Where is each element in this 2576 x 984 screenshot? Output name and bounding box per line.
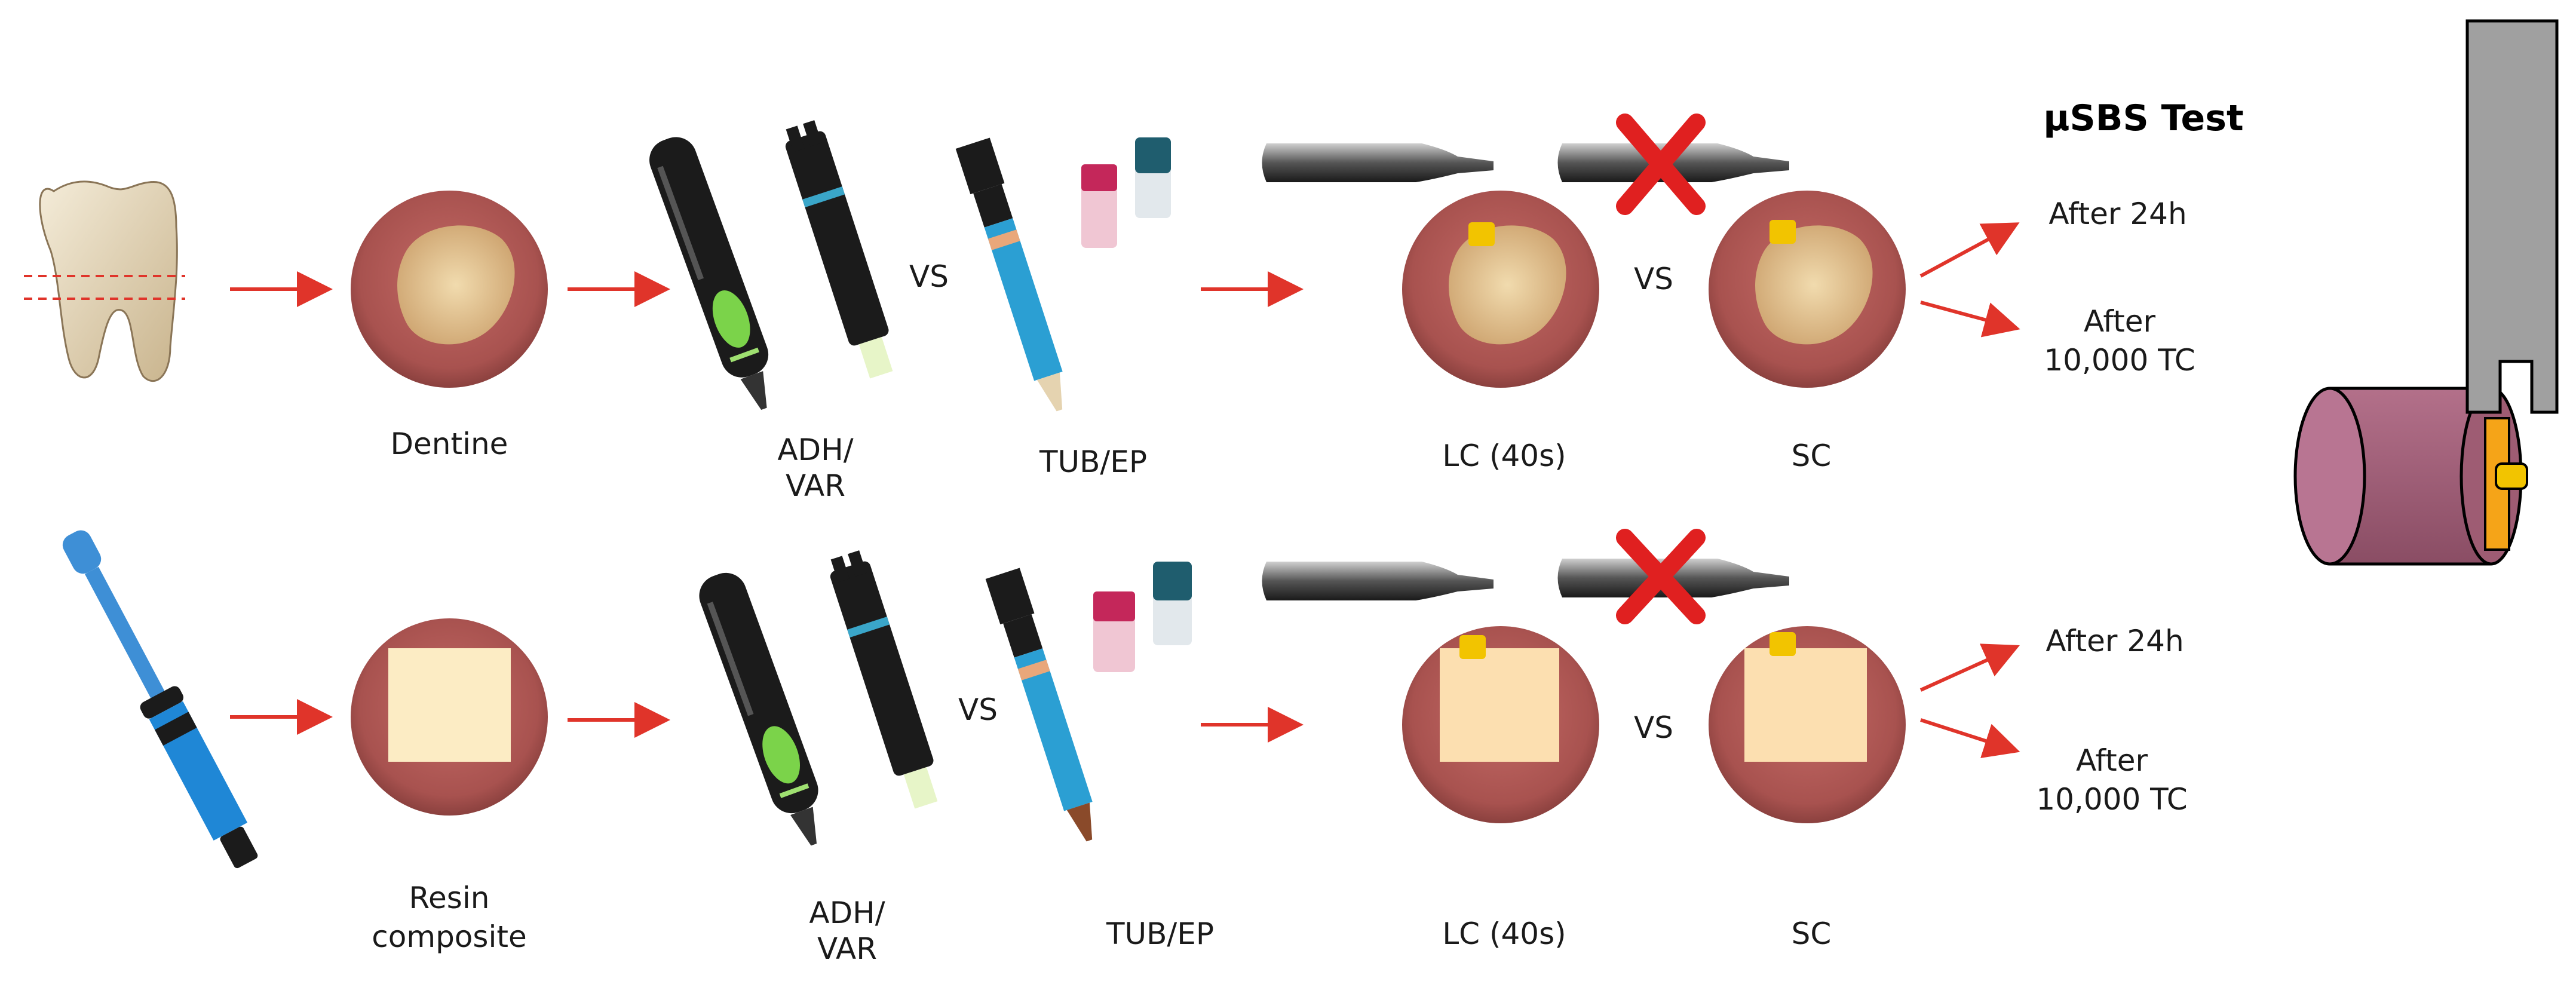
substrate-label: Dentine [391, 427, 508, 461]
cement-syringe-icon [955, 137, 1063, 412]
light-cured-specimen [1402, 626, 1599, 823]
light-cure-label: LC (40s) [1442, 916, 1566, 951]
bottle-icon [1081, 137, 1171, 248]
outcome-24h: After 24h [2046, 624, 2184, 658]
adhesive-vs-label: VS [958, 692, 998, 727]
light-cured-specimen [1402, 191, 1599, 388]
arrow [1919, 222, 2020, 278]
curing-light-icon [1262, 562, 1494, 600]
cement-label: TUB/EP [1106, 916, 1214, 951]
arrow [1920, 718, 2020, 758]
cement-label: TUB/EP [1039, 445, 1147, 479]
outcome-24h: After 24h [2048, 197, 2186, 231]
composite-specimen [351, 618, 548, 816]
adhesive-label: ADH/VAR [777, 433, 853, 503]
light-cure-label: LC (40s) [1442, 439, 1566, 473]
bottle-icon [1093, 562, 1192, 672]
dentine-specimen [351, 191, 548, 388]
adhesive-label: ADH/VAR [809, 896, 885, 966]
cement-syringe-icon [985, 568, 1093, 842]
composite-syringe-icon [62, 530, 258, 869]
diagram-title: µSBS Test [2043, 97, 2243, 139]
shear-tester-icon [2293, 19, 2559, 566]
tooth-icon [24, 180, 185, 382]
arrow [1920, 301, 2020, 338]
cross-icon [1616, 529, 1706, 624]
arrow [1919, 643, 2020, 692]
adhesive-vs-label: VS [909, 259, 949, 294]
self-cure-label: SC [1792, 916, 1832, 951]
cure-vs-label: VS [1634, 262, 1673, 296]
cure-vs-label: VS [1634, 710, 1673, 745]
adhesive-pen-icon [699, 550, 938, 846]
adhesive-pen-icon [649, 120, 893, 410]
self-cured-specimen [1709, 626, 1906, 823]
self-cured-specimen [1709, 191, 1906, 388]
curing-light-icon [1262, 143, 1494, 182]
self-cure-label: SC [1792, 439, 1832, 473]
row-dentine: Dentine VS [24, 114, 2195, 503]
cross-icon [1616, 114, 1706, 215]
